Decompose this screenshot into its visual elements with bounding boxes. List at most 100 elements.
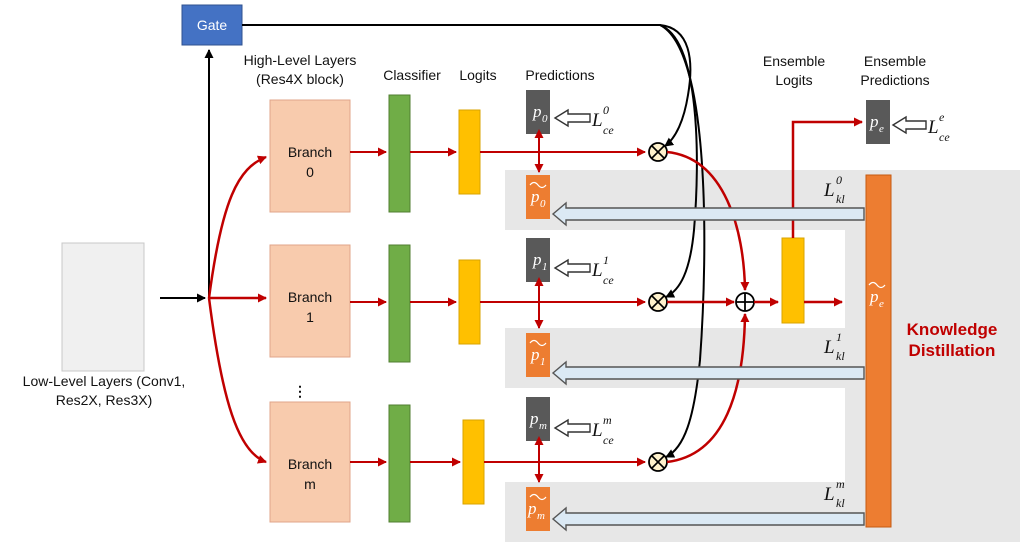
ce-arrow-m [553,418,591,438]
soft-prediction-sub-1: 1 [540,356,546,368]
split-arrow-branch-m [207,297,267,464]
split-arrow-branch-0 [207,155,267,299]
gate-label: Gate [197,17,228,33]
ensemble-prediction-p: p [869,112,879,131]
lce-sub-0: ce [603,123,614,137]
soft-prediction-p-0: p [530,187,540,206]
lkl-L-1: L [823,337,835,358]
branch-index-m: m [304,476,316,492]
lce-L-ensemble: L [927,117,939,138]
lkl-sub-0: kl [836,192,845,206]
lce-sup-0: 0 [603,103,609,117]
prediction-p-1: p [532,250,542,269]
lkl-sup-0: 0 [836,173,842,187]
branch-label-1: Branch [288,289,332,305]
lce-sup-m: m [603,413,612,427]
branch-row-1: Branch 1 p 1 p 1 L 1 ce [269,238,646,377]
multiply-node-m [648,452,668,472]
soft-prediction-box-m [526,487,550,531]
kl-arrow-1 [551,360,865,386]
arrow-mulm-to-sum [666,313,750,464]
classifier-1 [388,244,411,363]
ensemble-soft-prediction-bar [865,174,892,528]
ce-arrow-1 [553,258,591,278]
soft-prediction-p-m: p [527,499,537,518]
low-level-label-line1: Low-Level Layers (Conv1, [23,373,186,389]
ensemble-prediction-sub: e [879,123,884,135]
tilde-0 [529,181,547,189]
prediction-p-0: p [532,102,542,121]
header-ensemble-logits-line2: Logits [775,72,812,88]
soft-prediction-p-1: p [530,345,540,364]
branch-label-m: Branch [288,456,332,472]
header-high-level-line1: High-Level Layers [244,52,357,68]
lkl-sup-1: 1 [836,330,842,344]
soft-prediction-box-1 [526,333,550,377]
tilde-m [529,493,547,501]
header-logits: Logits [459,67,496,83]
logits-0 [458,109,481,195]
lce-L-0: L [591,110,603,131]
lkl-sub-1: kl [836,349,845,363]
arrow-mul0-to-sum [666,150,750,291]
header-predictions: Predictions [525,67,594,83]
low-level-label-line2: Res2X, Res3X) [56,392,152,408]
tilde-1 [529,339,547,347]
branch-box-m [269,401,351,523]
logits-1 [458,259,481,345]
lkl-sup-m: m [836,477,845,491]
soft-prediction-sub-m: m [537,510,545,522]
knowledge-distillation-line2: Distillation [909,341,996,360]
header-ensemble-logits-line1: Ensemble [763,53,825,69]
kl-arrow-0 [551,201,865,227]
gate-arrow-1 [659,24,698,298]
header-high-level-line2: (Res4X block) [256,71,344,87]
lkl-L-0: L [823,180,835,201]
soft-prediction-sub-0: 0 [540,198,546,210]
branch-box-0 [269,99,351,213]
prediction-sub-0: 0 [542,113,548,125]
prediction-sub-1: 1 [542,261,548,273]
classifier-0 [388,94,411,213]
lce-L-1: L [591,260,603,281]
prediction-box-m [526,397,550,441]
prediction-p-m: p [529,409,539,428]
header-classifier: Classifier [383,67,441,83]
multiply-node-0 [648,142,668,162]
branch-box-1 [269,244,351,358]
prediction-box-1 [526,238,550,282]
lce-sup-ensemble: e [939,110,945,124]
ensemble-soft-p: p [869,287,879,306]
multiply-node-1 [648,292,668,312]
soft-prediction-box-0 [526,175,550,219]
lkl-sub-m: kl [836,496,845,510]
lce-sub-m: ce [603,433,614,447]
ce-arrow-ensemble [891,115,927,135]
branch-label-0: Branch [288,144,332,160]
lce-L-m: L [591,420,603,441]
kl-arrow-m [551,506,865,532]
branch-ellipsis: ⋮ [293,383,307,399]
header-ensemble-predictions-line1: Ensemble [864,53,926,69]
ensemble-logits-box [781,237,805,324]
prediction-sub-m: m [539,420,547,432]
sum-node [735,292,755,312]
branch-index-0: 0 [306,164,314,180]
branch-index-1: 1 [306,309,314,325]
branch-row-m: Branch m p m p m L m ce [269,397,646,531]
prediction-box-0 [526,90,550,134]
gate-weight-arrows [242,24,706,458]
lce-sub-1: ce [603,273,614,287]
low-level-layers-box [61,242,145,372]
lkl-L-m: L [823,484,835,505]
classifier-m [388,404,411,523]
lce-sub-ensemble: ce [939,130,950,144]
ensemble-tilde [868,281,886,289]
ce-arrow-0 [553,108,591,128]
gate-arrow-m [659,24,706,458]
gate-arrow-0 [242,24,692,147]
knowledge-distillation-line1: Knowledge [907,320,998,339]
ensemble-prediction-box [866,100,890,144]
lce-sup-1: 1 [603,253,609,267]
